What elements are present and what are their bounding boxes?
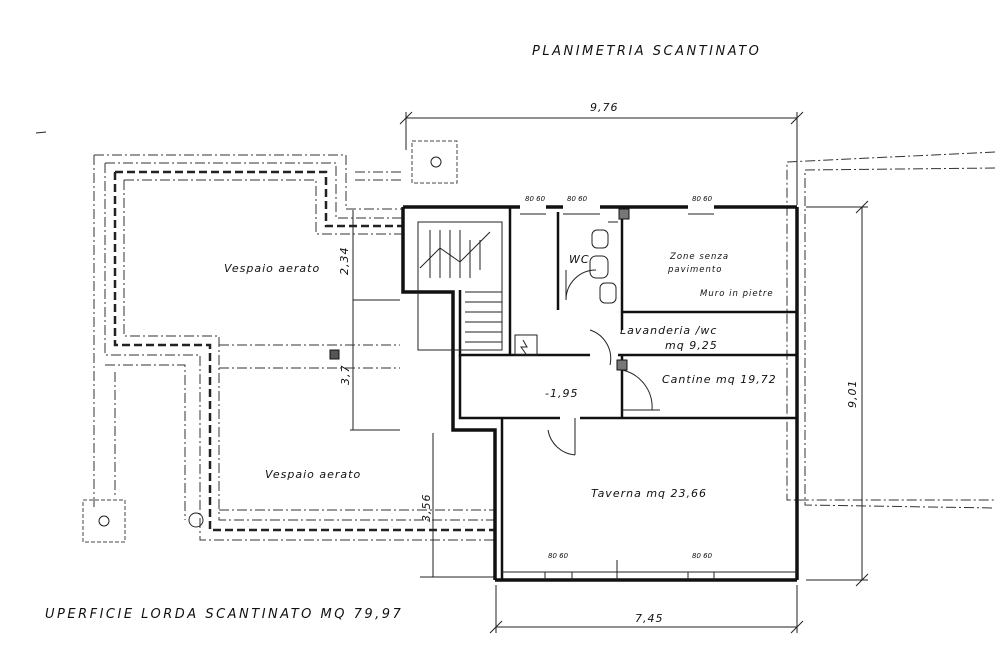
dimension-left-c: 3,56 xyxy=(420,494,433,523)
doors xyxy=(547,269,660,456)
dimension-right: 9,01 xyxy=(806,200,869,587)
dimension-top-label: 9,76 xyxy=(590,101,619,114)
room-zone-line2: pavimento xyxy=(667,265,722,275)
chimney-bottom xyxy=(82,499,126,543)
pillar-marker xyxy=(329,349,340,360)
main-walls xyxy=(401,205,799,582)
dimension-left: 2,34 3,7 3,56 xyxy=(329,210,495,578)
plan-title: PLANIMETRIA SCANTINATO xyxy=(532,44,761,59)
room-taverna: Taverna mq 23,66 xyxy=(591,487,707,500)
window-mark: 80 60 xyxy=(548,552,569,560)
window-mark: 80 60 xyxy=(692,195,713,203)
scan-mark xyxy=(35,131,47,134)
room-wc: WC xyxy=(569,253,590,266)
window-mark: 80 60 xyxy=(525,195,546,203)
chimney-top xyxy=(411,140,458,184)
dimension-right-label: 9,01 xyxy=(846,380,859,409)
room-cantine: Cantine mq 19,72 xyxy=(662,373,777,386)
dimension-bottom-label: 7,45 xyxy=(635,612,664,625)
wc-fixtures xyxy=(589,221,618,304)
electric-panel-icon xyxy=(514,334,538,356)
room-vespaio-bottom: Vespaio aerato xyxy=(265,468,361,481)
dimension-bottom: 7,45 xyxy=(489,585,804,634)
vespaio-outline xyxy=(93,154,495,541)
footer-area: UPERFICIE LORDA SCANTINATO MQ 79,97 xyxy=(45,607,403,622)
dimension-left-a: 2,34 xyxy=(338,247,351,276)
dimension-left-b: 3,7 xyxy=(339,365,352,386)
room-muro: Muro in pietre xyxy=(700,289,774,299)
room-zone-line1: Zone senza xyxy=(669,252,729,262)
room-lavanderia-line1: Lavanderia /wc xyxy=(620,324,717,337)
room-lavanderia-line2: mq 9,25 xyxy=(665,339,718,352)
window-mark: 80 60 xyxy=(567,195,588,203)
level-marker: -1,95 xyxy=(545,387,578,400)
room-vespaio-top: Vespaio aerato xyxy=(224,262,320,275)
staircase xyxy=(417,221,503,351)
dimension-top: 9,76 xyxy=(399,101,804,205)
external-area-right xyxy=(786,151,995,509)
window-mark: 80 60 xyxy=(692,552,713,560)
